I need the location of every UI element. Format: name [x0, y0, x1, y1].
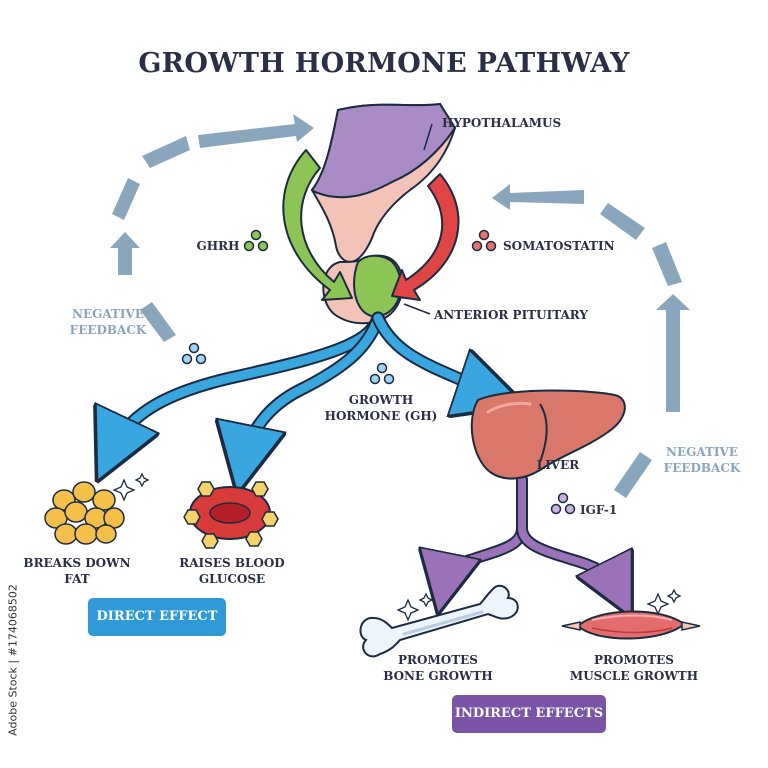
ghrh-arrow [282, 149, 353, 301]
label-hypothalamus: HYPOTHALAMUS [442, 116, 562, 130]
liver-illustration [470, 389, 626, 480]
label-negative-feedback-right: NEGATIVE FEEDBACK [663, 445, 741, 475]
muscle-illustration [561, 610, 701, 640]
feedback-arrow-left [110, 114, 314, 342]
somatostatin-arrow [391, 173, 460, 301]
diagram-title: GROWTH HORMONE PATHWAY [138, 48, 630, 79]
blood-glucose-illustration [183, 481, 279, 549]
label-promotes-muscle-growth: PROMOTES MUSCLE GROWTH [569, 653, 699, 683]
stock-credit: Adobe Stock | #174068502 [6, 575, 20, 745]
pituitary-gland [322, 254, 404, 325]
ghrh-molecules [243, 229, 269, 252]
label-promotes-bone-growth: PROMOTES BONE GROWTH [383, 653, 493, 683]
feedback-arrow-right [492, 184, 690, 498]
igf1-molecules [550, 492, 576, 515]
label-igf1: IGF-1 [580, 503, 618, 517]
indirect-effects-badge: INDIRECT EFFECTS [452, 695, 606, 733]
hypothalamus [310, 102, 457, 264]
gh-molecules-left [181, 342, 207, 365]
direct-effect-badge: DIRECT EFFECT [88, 598, 226, 636]
somatostatin-molecules [471, 229, 497, 252]
label-ghrh: GHRH [196, 239, 240, 253]
leader-lines [403, 123, 433, 315]
label-breaks-down-fat: BREAKS DOWN FAT [23, 556, 131, 586]
label-raises-blood-glucose: RAISES BLOOD GLUCOSE [179, 556, 285, 586]
igf1-arrows [444, 474, 618, 590]
gh-arrows [112, 311, 492, 460]
label-negative-feedback-left: NEGATIVE FEEDBACK [69, 307, 147, 337]
label-anterior-pituitary: ANTERIOR PITUITARY [434, 308, 588, 322]
stock-credit-text: Adobe Stock | #174068502 [6, 584, 20, 736]
label-somatostatin: SOMATOSTATIN [503, 239, 615, 253]
label-liver: LIVER [536, 458, 580, 472]
fat-cells-illustration [44, 481, 125, 545]
bone-illustration [359, 584, 519, 658]
sparkle-icons [112, 472, 682, 622]
label-growth-hormone: GROWTH HORMONE (GH) [324, 393, 438, 423]
gh-molecules-center [369, 362, 395, 385]
